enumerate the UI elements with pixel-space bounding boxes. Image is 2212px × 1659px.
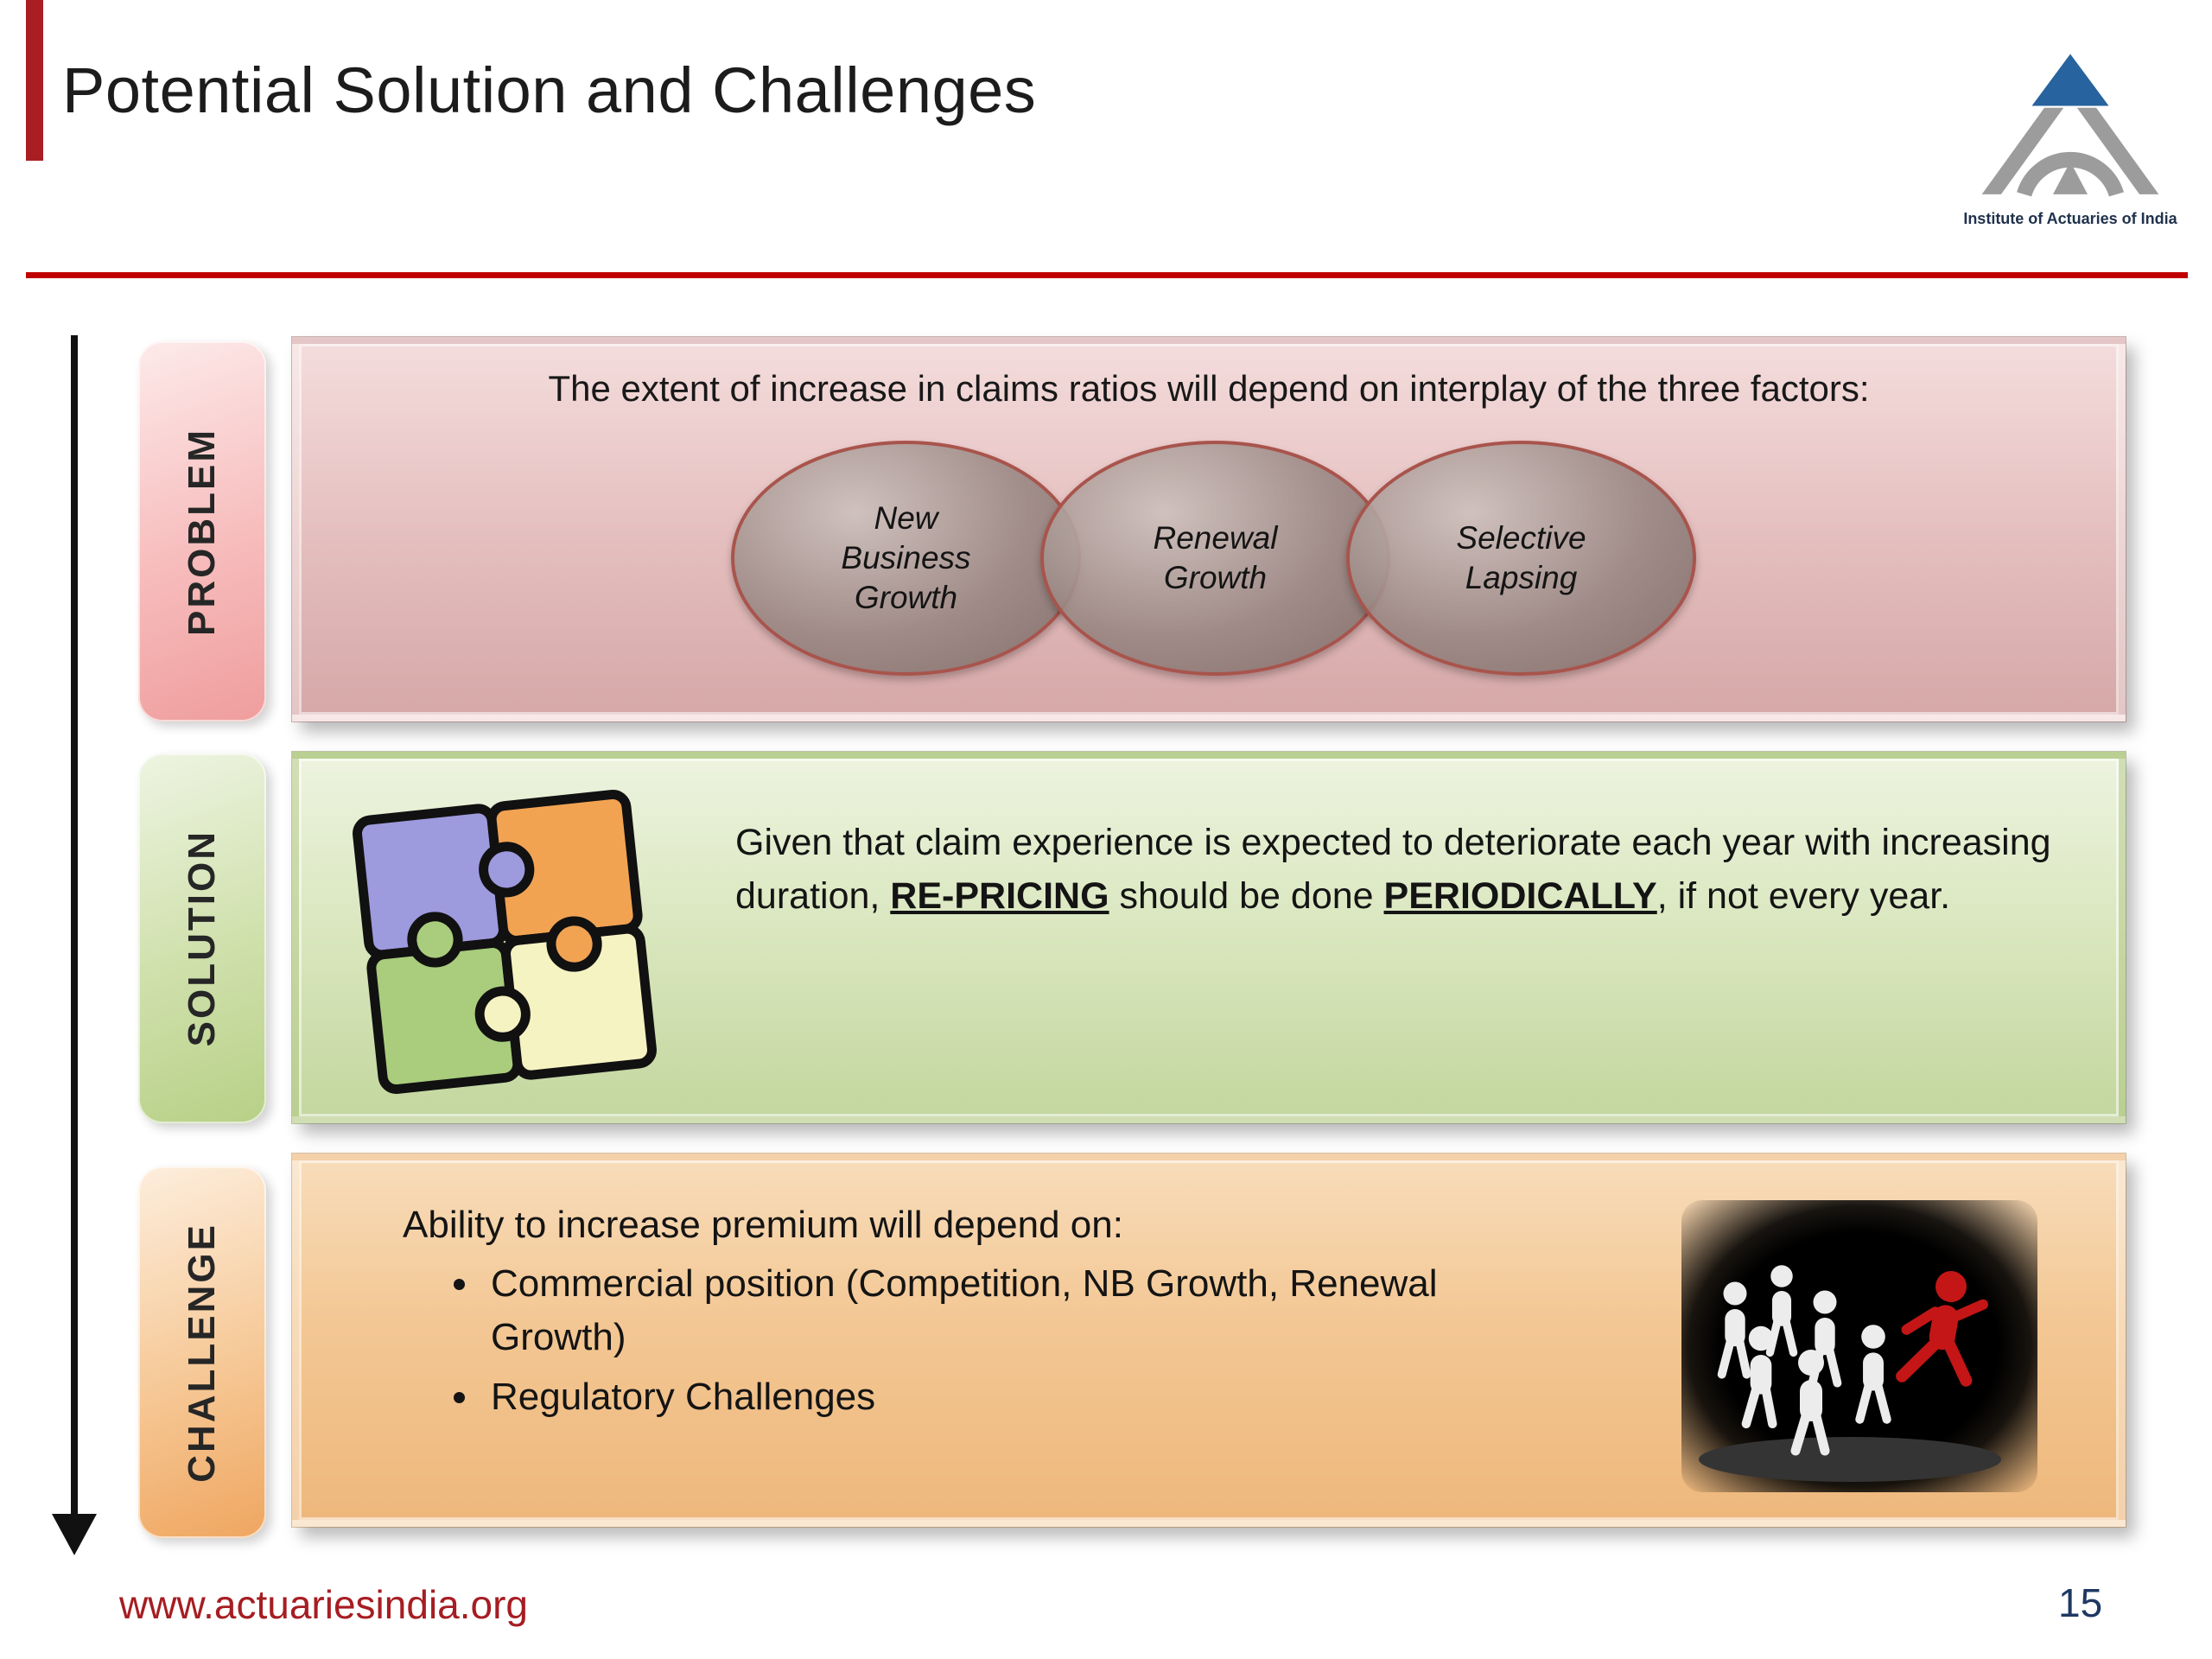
challenge-row-label: CHALLENGE: [138, 1166, 266, 1538]
challenge-bullet-list: Commercial position (Competition, NB Gro…: [403, 1257, 1578, 1429]
problem-row-label: PROBLEM: [138, 341, 266, 721]
page-title: Potential Solution and Challenges: [62, 54, 1037, 126]
challenge-bullet: Regulatory Challenges: [482, 1370, 1578, 1424]
flow-arrow-line: [71, 335, 78, 1517]
factor-ellipse-renewal-growth: Renewal Growth: [1040, 441, 1390, 676]
factor-label: New Business Growth: [841, 499, 971, 616]
solution-row-label-text: SOLUTION: [181, 830, 223, 1047]
solution-row-label: SOLUTION: [138, 753, 266, 1123]
problem-heading: The extent of increase in claims ratios …: [548, 368, 1870, 409]
logo-caption: Institute of Actuaries of India: [1963, 210, 2177, 227]
challenge-row-label-text: CHALLENGE: [181, 1222, 223, 1483]
institute-logo: Institute of Actuaries of India: [1955, 50, 2186, 228]
challenge-heading: Ability to increase premium will depend …: [403, 1204, 1123, 1246]
solution-text-segment: Given that claim experience is expected …: [735, 822, 2051, 918]
problem-row-label-text: PROBLEM: [181, 427, 223, 636]
challenge-bullet: Commercial position (Competition, NB Gro…: [482, 1257, 1578, 1365]
challenge-panel: Ability to increase premium will depend …: [291, 1153, 2126, 1528]
solution-emphasis-periodically: PERIODICALLY: [1383, 875, 1657, 918]
solution-panel: Given that claim experience is expected …: [291, 751, 2126, 1124]
problem-panel: The extent of increase in claims ratios …: [291, 336, 2126, 722]
footer-url-link[interactable]: www.actuariesindia.org: [119, 1582, 529, 1627]
red-accent-bar: [26, 0, 43, 161]
factor-ellipse-selective-lapsing: Selective Lapsing: [1346, 441, 1696, 676]
flow-arrow-head-icon: [52, 1514, 97, 1555]
factor-ellipse-new-business-growth: New Business Growth: [731, 441, 1081, 676]
follow-the-leader-image: [1681, 1200, 2037, 1492]
factor-label: Renewal Growth: [1153, 519, 1278, 595]
title-divider: [26, 272, 2188, 278]
solution-emphasis-repricing: RE-PRICING: [890, 875, 1109, 918]
solution-text-segment: , if not every year.: [1656, 875, 1951, 918]
solution-text-segment: should be done: [1109, 875, 1384, 918]
factor-label: Selective Lapsing: [1456, 519, 1586, 595]
team-figures-graphic: [1699, 1265, 2001, 1482]
puzzle-pieces-icon: [334, 771, 676, 1113]
solution-text: Given that claim experience is expected …: [735, 816, 2101, 924]
leader-runner-figure: [1896, 1271, 1988, 1387]
page-number: 15: [2058, 1580, 2103, 1625]
institute-logo-icon: [1981, 54, 2159, 197]
